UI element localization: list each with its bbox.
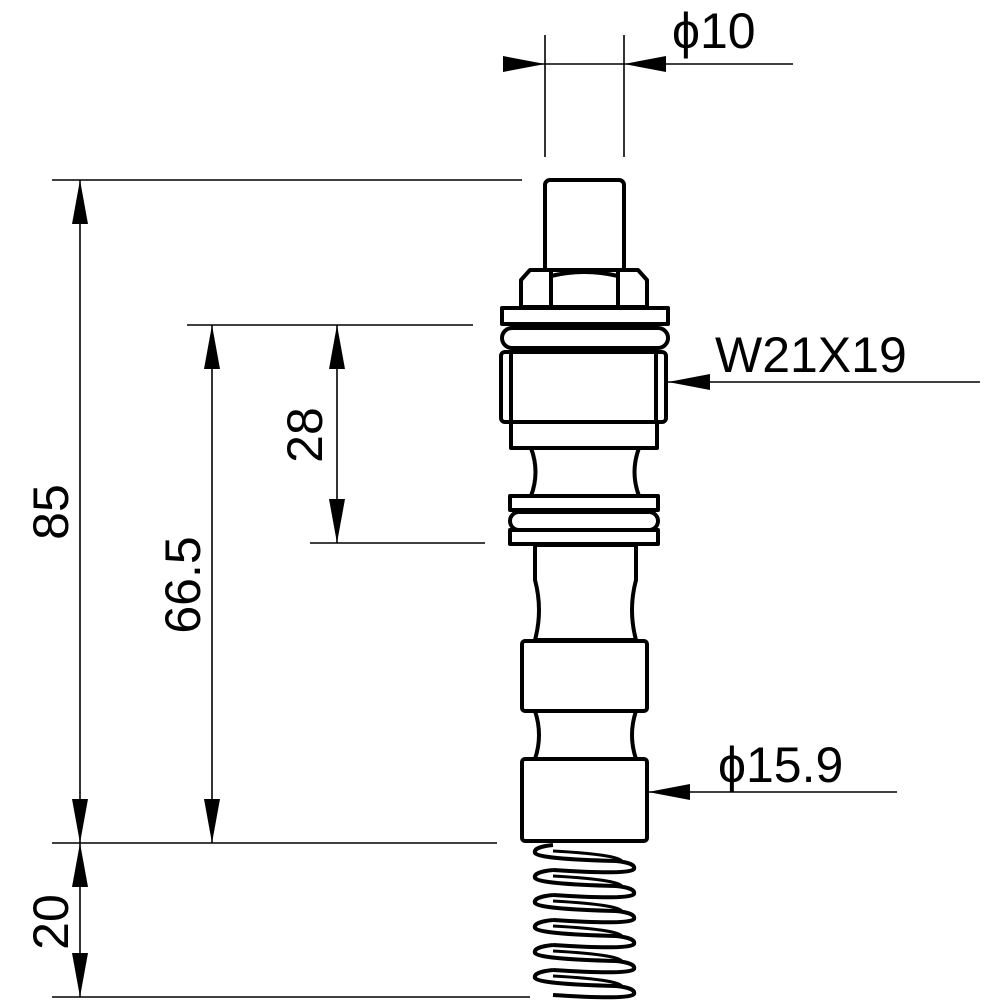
- washer-top: [500, 306, 670, 326]
- stem: [543, 178, 626, 274]
- collar-upper: [520, 639, 649, 713]
- spring-coil-back: [552, 949, 624, 964]
- tube: [533, 543, 638, 642]
- length-66-5-label: 66.5: [155, 536, 211, 633]
- arrow-icon: [204, 799, 220, 843]
- valve-cartridge: [499, 178, 670, 1000]
- spring-coil: [532, 943, 637, 975]
- length-28-label: 28: [277, 407, 333, 463]
- spring-coil: [532, 868, 637, 900]
- spring-coil: [532, 918, 637, 950]
- arrow-icon: [72, 953, 88, 997]
- thread-label: W21X19: [715, 327, 907, 383]
- spring-coil: [532, 893, 637, 925]
- dimension-lines: [52, 35, 980, 998]
- length-85-label: 85: [23, 484, 79, 540]
- spring-coil-back: [552, 849, 624, 864]
- arrow-icon: [72, 799, 88, 843]
- washer-mid: [508, 494, 660, 512]
- neck-lower: [533, 709, 638, 761]
- thread-band: [509, 420, 659, 450]
- arrow-icon: [329, 499, 345, 543]
- spring: [532, 843, 637, 1000]
- diameter-10-label: ϕ10: [672, 3, 756, 59]
- arrow-icon: [72, 180, 88, 224]
- thread-body: [499, 350, 668, 424]
- length-20-label: 20: [23, 894, 79, 950]
- neck-upper: [529, 446, 641, 498]
- arrow-icon: [648, 784, 690, 800]
- collar-lower: [520, 757, 649, 843]
- arrow-icon: [329, 325, 345, 369]
- spring-coil: [532, 968, 637, 1000]
- spring-coil-back: [552, 874, 624, 889]
- diameter-15-9-label: ϕ15.9: [718, 737, 843, 793]
- arrow-icon: [204, 325, 220, 369]
- arrow-icon: [668, 374, 710, 390]
- o-ring-top: [500, 326, 670, 350]
- arrow-icon: [503, 56, 545, 72]
- spring-coil-back: [552, 924, 624, 939]
- arrow-icon: [72, 843, 88, 887]
- spring-coil-back: [552, 974, 624, 989]
- spring-coil: [532, 843, 637, 875]
- o-ring-mid: [508, 510, 660, 532]
- spring-coil-back: [552, 899, 624, 914]
- washer-bottom: [508, 528, 660, 546]
- arrow-icon: [624, 56, 666, 72]
